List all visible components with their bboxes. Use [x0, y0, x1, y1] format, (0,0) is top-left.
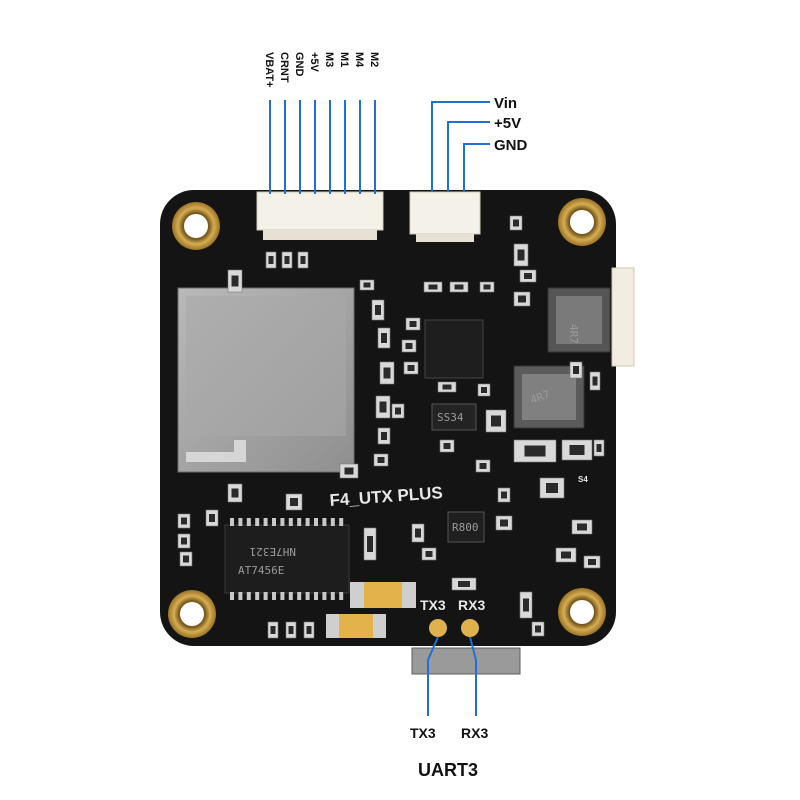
small-chip-label: R800 — [452, 521, 479, 534]
vin-wire — [431, 101, 490, 192]
smd-components — [177, 215, 605, 639]
side-connector — [611, 267, 635, 367]
usb-connector — [411, 647, 521, 675]
inductor-1-label: 4R7 — [567, 324, 580, 344]
tx3-pad-label: TX3 — [420, 597, 446, 613]
tx3-wire — [427, 636, 439, 716]
s4-label: S4 — [578, 475, 588, 484]
mounting-hole-tr — [558, 198, 606, 246]
pin-label-7: M2 — [368, 52, 380, 67]
5v-label: +5V — [494, 115, 521, 132]
rx3-label: RX3 — [461, 725, 488, 741]
chip-label-2: AT7456E — [238, 564, 284, 577]
inductor-2-label: 4R7 — [529, 388, 552, 407]
osd-chip — [224, 518, 350, 600]
rx3-pad — [461, 619, 479, 637]
top-connector-wires — [269, 100, 376, 194]
power-connector — [409, 191, 481, 242]
mounting-hole-bl — [168, 590, 216, 638]
tantalum-cap-1 — [350, 582, 416, 608]
sd-card-slot — [177, 287, 355, 473]
tx3-pad — [429, 619, 447, 637]
regulator-chip — [424, 319, 484, 379]
rx3-wire — [469, 636, 477, 716]
pin-label-1: CRNT — [278, 52, 290, 83]
tx3-label: TX3 — [410, 725, 436, 741]
chip-label-1: NH7E321 — [250, 545, 296, 558]
gnd-wire — [463, 143, 490, 192]
mounting-hole-br — [558, 588, 606, 636]
5v-wire — [447, 121, 490, 192]
gnd-label: GND — [494, 137, 528, 154]
pin-label-3: +5V — [308, 52, 320, 73]
inductor-1 — [547, 287, 611, 353]
pin-label-2: GND — [293, 52, 305, 77]
diode-label: SS34 — [437, 411, 464, 424]
vin-label: Vin — [494, 95, 517, 112]
pin-label-4: M3 — [323, 52, 335, 67]
small-chip — [447, 511, 485, 543]
diode — [431, 403, 477, 431]
power-wires — [431, 101, 490, 192]
mounting-hole-tl — [172, 202, 220, 250]
uart3-title: UART3 — [418, 760, 478, 780]
pin-label-0: VBAT+ — [263, 52, 275, 88]
rx3-pad-label: RX3 — [458, 597, 485, 613]
top-connector — [256, 191, 384, 240]
tantalum-cap-2 — [326, 614, 386, 638]
pin-label-6: M4 — [353, 52, 365, 68]
pin-label-5: M1 — [338, 52, 350, 67]
